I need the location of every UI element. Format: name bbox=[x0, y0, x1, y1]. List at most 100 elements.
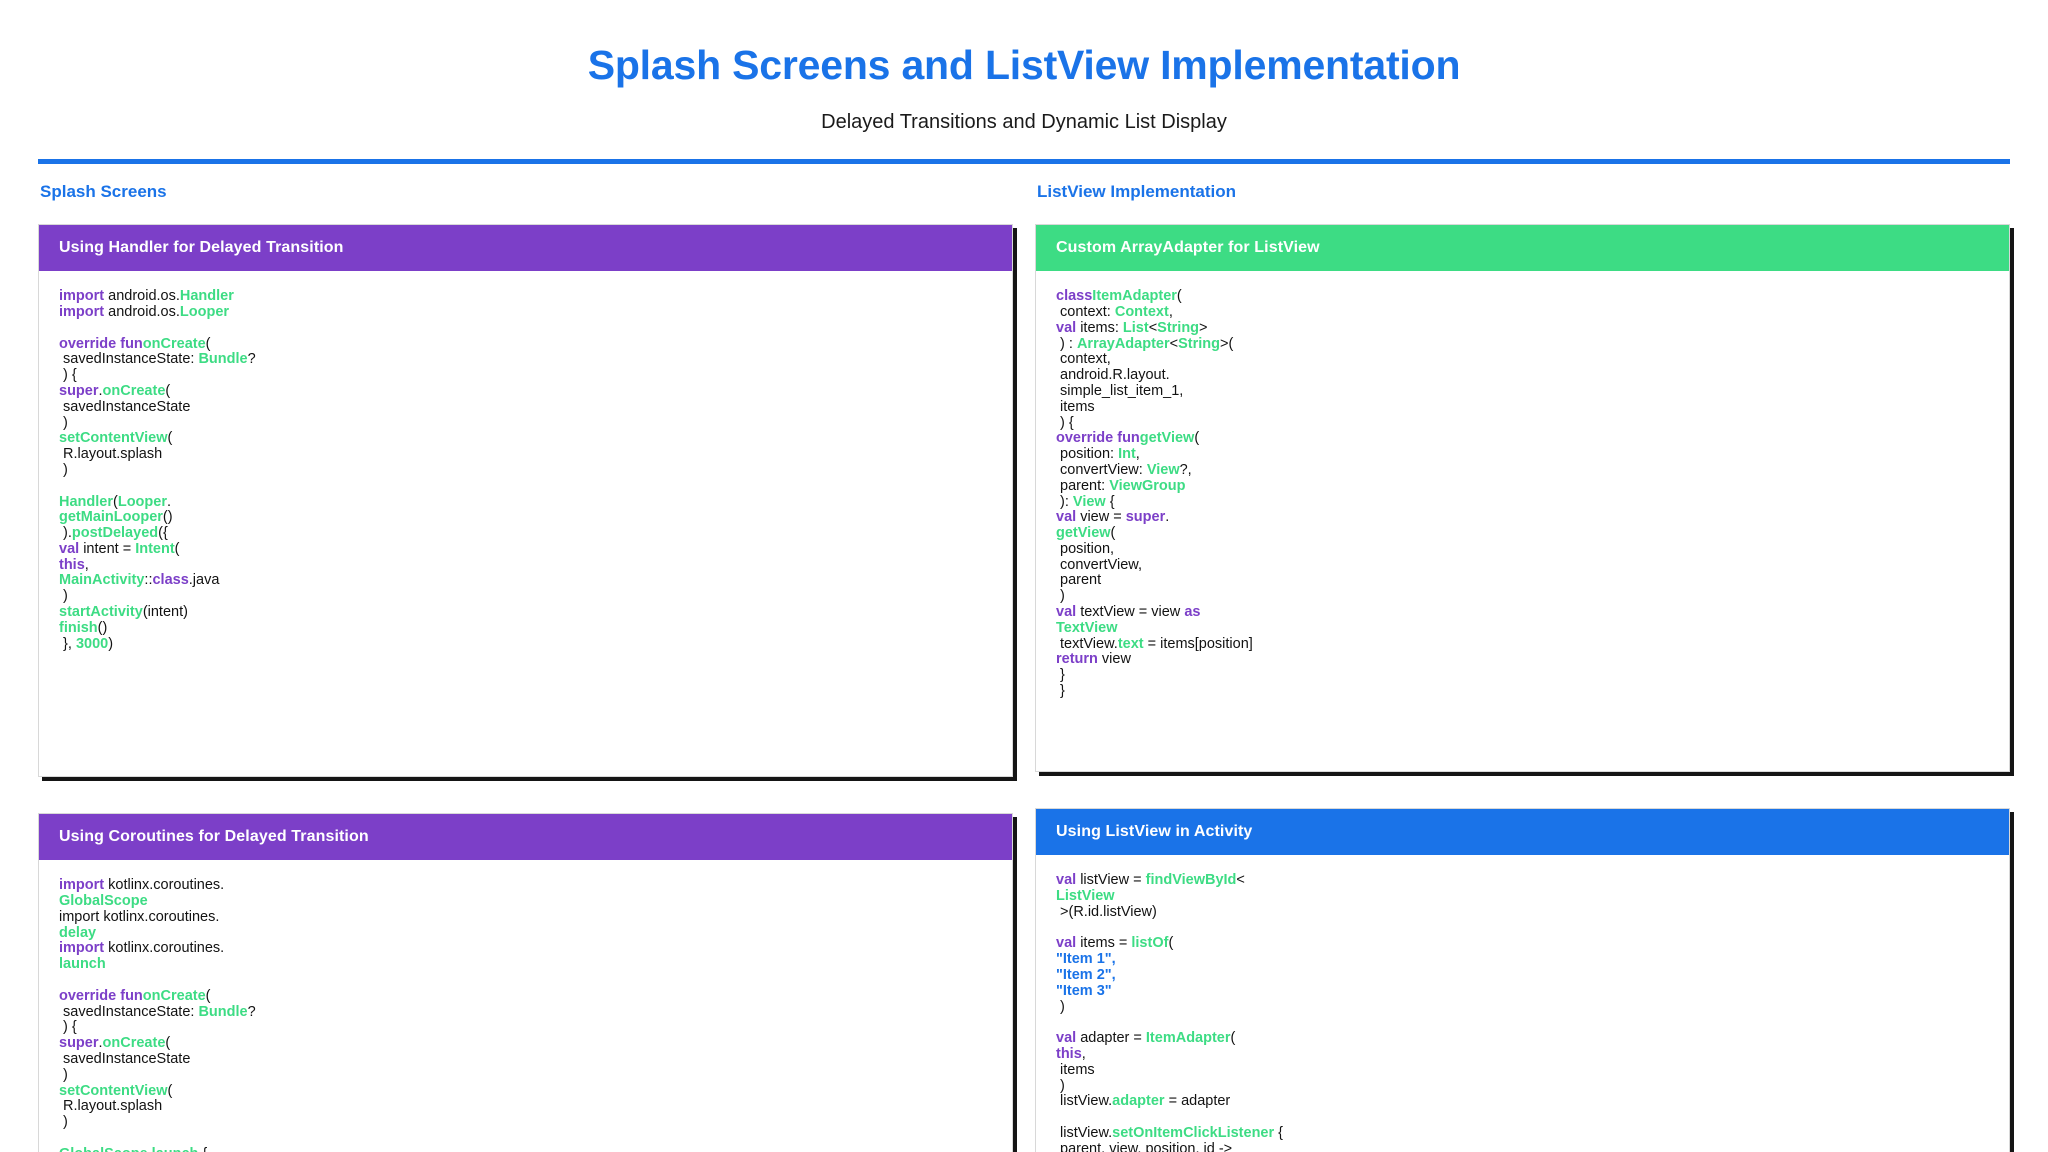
code-token: >( bbox=[1219, 335, 1234, 352]
code-token: import bbox=[59, 940, 105, 957]
title-divider bbox=[38, 159, 2010, 165]
code-token: override fun bbox=[59, 987, 143, 1004]
code-token: ? bbox=[247, 351, 256, 368]
code-line: val intent = Intent( bbox=[59, 540, 992, 558]
code-token: = items[position] bbox=[1143, 635, 1253, 652]
code-token: adapter bbox=[1112, 1093, 1165, 1110]
code-token: Int bbox=[1118, 446, 1136, 463]
code-token: ) { bbox=[1056, 414, 1074, 431]
code-token: import bbox=[59, 877, 105, 894]
card-listview-in-activity[interactable]: Using ListView in Activity val listView … bbox=[1035, 808, 2010, 1152]
code-token: context, bbox=[1056, 351, 1111, 368]
code-token: ?, bbox=[1179, 461, 1192, 478]
code-token: listOf bbox=[1131, 935, 1169, 952]
code-line: Handler(Looper. bbox=[59, 493, 992, 511]
code-token: ( bbox=[1176, 288, 1182, 305]
code-token: ( bbox=[1168, 935, 1174, 952]
card-handler-delayed-transition[interactable]: Using Handler for Delayed Transition imp… bbox=[38, 224, 1013, 778]
code-line: ) bbox=[59, 1114, 992, 1131]
code-block-listview-activity: val listView = findViewById<ListView >(R… bbox=[1056, 872, 1989, 1152]
code-token: Looper bbox=[179, 303, 230, 320]
code-line: val view = super. bbox=[1056, 509, 1989, 526]
code-token: textView. bbox=[1056, 635, 1118, 652]
code-line: ) { bbox=[59, 367, 992, 384]
code-line: context, bbox=[1056, 351, 1989, 368]
code-token: MainActivity bbox=[59, 572, 145, 589]
code-token: adapter = bbox=[1076, 1030, 1146, 1047]
code-token: val bbox=[1056, 509, 1077, 526]
code-token: ArrayAdapter bbox=[1076, 335, 1170, 352]
code-token: items bbox=[1056, 398, 1095, 415]
code-token: TextView bbox=[1056, 619, 1118, 636]
code-token: super bbox=[59, 1035, 99, 1052]
code-token: savedInstanceState: bbox=[59, 351, 199, 368]
code-token: ( bbox=[1110, 525, 1116, 542]
code-token: View bbox=[1072, 493, 1106, 510]
code-line bbox=[1056, 921, 1989, 937]
code-token: . bbox=[98, 1035, 103, 1052]
code-line: savedInstanceState bbox=[59, 399, 992, 416]
card-body-arrayadapter: classItemAdapter( context: Context,val i… bbox=[1036, 271, 2009, 772]
code-line: getView( bbox=[1056, 525, 1989, 542]
code-token: { bbox=[1274, 1124, 1284, 1141]
code-line: ListView bbox=[1056, 888, 1989, 905]
code-line: val listView = findViewById< bbox=[1056, 872, 1989, 889]
code-line: val adapter = ItemAdapter( bbox=[1056, 1030, 1989, 1047]
code-token: R.layout.splash bbox=[59, 446, 163, 463]
code-token: ( bbox=[167, 1082, 173, 1099]
code-token: { bbox=[198, 1146, 207, 1152]
code-token: ({ bbox=[158, 525, 168, 542]
code-line: delay bbox=[59, 925, 992, 942]
code-line: }, 3000) bbox=[59, 635, 992, 653]
code-token: ) bbox=[1056, 1077, 1065, 1094]
code-token: override fun bbox=[59, 335, 143, 352]
code-token: List bbox=[1122, 319, 1149, 336]
code-token: Bundle bbox=[198, 1003, 248, 1020]
card-coroutines-delayed-transition[interactable]: Using Coroutines for Delayed Transition … bbox=[38, 813, 1013, 1152]
code-token: postDelayed bbox=[71, 525, 159, 542]
card-custom-arrayadapter[interactable]: Custom ArrayAdapter for ListView classIt… bbox=[1035, 224, 2010, 773]
column-heading-right: ListView Implementation bbox=[1037, 182, 1237, 202]
code-token: val bbox=[1056, 935, 1077, 952]
card-title-coroutines: Using Coroutines for Delayed Transition bbox=[39, 814, 1012, 861]
code-token: this bbox=[59, 556, 85, 573]
code-token: . bbox=[1165, 509, 1170, 526]
code-token: onCreate bbox=[142, 335, 206, 352]
code-token: Handler bbox=[179, 288, 234, 305]
code-line: position: Int, bbox=[1056, 446, 1989, 463]
code-line: this, bbox=[59, 556, 992, 574]
code-token: . bbox=[166, 493, 172, 510]
code-token: class bbox=[1056, 288, 1093, 305]
code-line: GlobalScope bbox=[59, 893, 992, 910]
code-token: parent: bbox=[1056, 477, 1110, 494]
code-token: 3000 bbox=[75, 635, 109, 652]
code-token: () bbox=[97, 619, 108, 636]
code-token: getView bbox=[1056, 525, 1111, 542]
code-token: . bbox=[98, 382, 103, 399]
code-token: intent = bbox=[79, 540, 136, 557]
code-line: items bbox=[1056, 1062, 1989, 1079]
code-token: ( bbox=[1230, 1030, 1236, 1047]
code-token: < bbox=[1148, 319, 1158, 336]
code-token: "Item 3" bbox=[1056, 982, 1112, 999]
code-line: MainActivity::class.java bbox=[59, 573, 992, 589]
title-block: Splash Screens and ListView Implementati… bbox=[38, 0, 2010, 134]
code-line: classItemAdapter( bbox=[1056, 288, 1989, 305]
code-token: savedInstanceState: bbox=[59, 1003, 199, 1020]
code-token: convertView: bbox=[1056, 461, 1147, 478]
code-token: > bbox=[1199, 319, 1208, 336]
code-line: getMainLooper() bbox=[59, 509, 992, 526]
code-line: return view bbox=[1056, 652, 1989, 668]
code-line: textView.text = items[position] bbox=[1056, 635, 1989, 653]
code-token: ( bbox=[165, 1035, 171, 1052]
code-token: position: bbox=[1056, 446, 1119, 463]
code-token: import bbox=[59, 303, 105, 320]
code-token: position, bbox=[1056, 540, 1115, 557]
card-body-listview-activity: val listView = findViewById<ListView >(R… bbox=[1036, 855, 2009, 1152]
code-token: ) bbox=[59, 414, 68, 431]
code-token: setOnItemClickListener bbox=[1112, 1124, 1275, 1141]
